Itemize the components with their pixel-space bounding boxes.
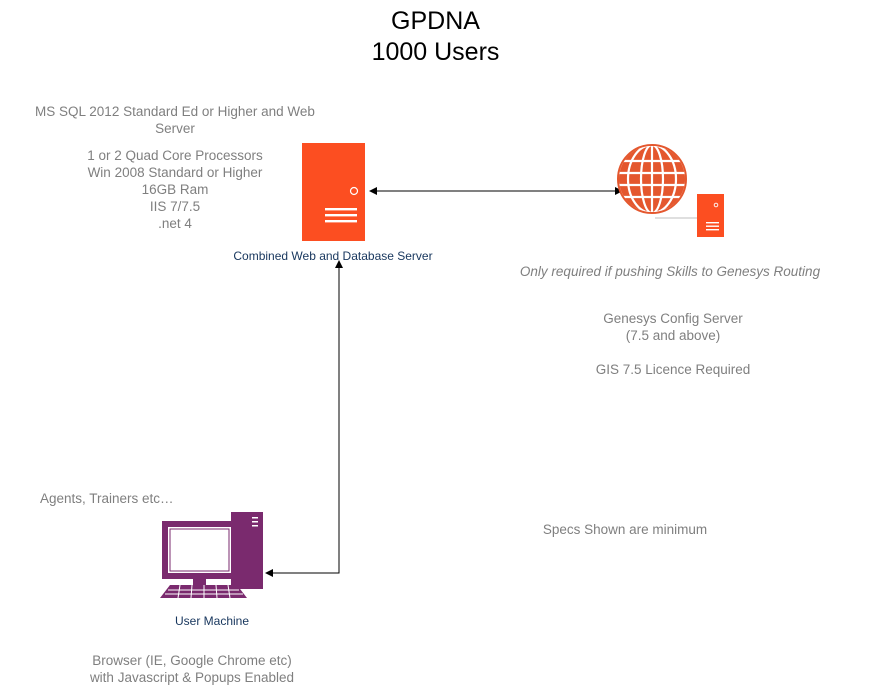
desktop-computer-icon xyxy=(160,512,263,599)
genesys-config-block: Genesys Config Server (7.5 and above) xyxy=(560,310,786,344)
user-machine-label: User Machine xyxy=(174,614,250,628)
spec-iis: IIS 7/7.5 xyxy=(149,199,201,214)
genesys-note: Only required if pushing Skills to Genes… xyxy=(519,264,821,279)
spec-dotnet: .net 4 xyxy=(158,216,192,231)
title-line-2: 1000 Users xyxy=(371,38,500,66)
genesys-config-line-1: Genesys Config Server xyxy=(603,311,743,326)
title-line-1: GPDNA xyxy=(391,7,480,35)
browser-requirements: Browser (IE, Google Chrome etc) with Jav… xyxy=(52,652,332,686)
diagram-title: GPDNA 1000 Users xyxy=(0,6,871,68)
server-tower-icon xyxy=(302,143,365,241)
web-db-server-label: Combined Web and Database Server xyxy=(233,249,433,263)
genesys-licence: GIS 7.5 Licence Required xyxy=(595,362,751,377)
server-requirement-line-2: Server xyxy=(155,121,195,136)
spec-processors: 1 or 2 Quad Core Processors xyxy=(87,148,263,163)
server-specs: MS SQL 2012 Standard Ed or Higher and We… xyxy=(20,103,330,232)
server-requirement-line-1: MS SQL 2012 Standard Ed or Higher and We… xyxy=(35,104,315,119)
globe-server-icon xyxy=(617,144,724,237)
spec-ram: 16GB Ram xyxy=(141,182,209,197)
users-label: Agents, Trainers etc… xyxy=(40,491,174,506)
browser-line-2: with Javascript & Popups Enabled xyxy=(89,670,295,685)
specs-minimum-note: Specs Shown are minimum xyxy=(542,522,708,537)
genesys-config-line-2: (7.5 and above) xyxy=(625,328,721,343)
server-user-connector xyxy=(265,260,343,577)
browser-line-1: Browser (IE, Google Chrome etc) xyxy=(92,653,292,668)
spec-os: Win 2008 Standard or Higher xyxy=(87,165,263,180)
